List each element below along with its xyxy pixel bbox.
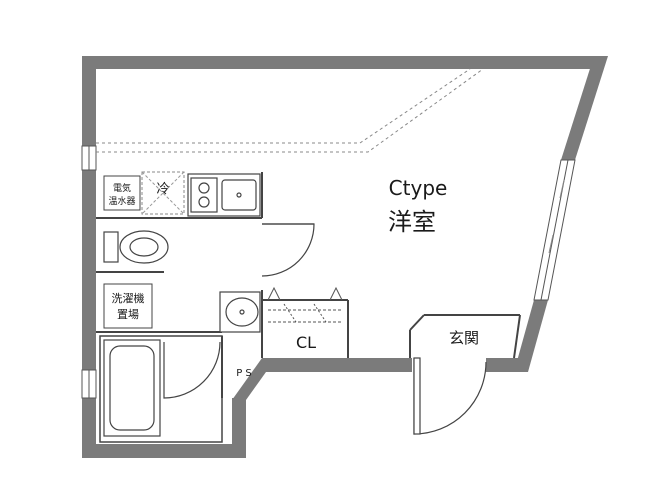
interior-walls xyxy=(96,172,521,443)
kitchen-sink xyxy=(221,179,257,211)
wall-left-upper xyxy=(82,56,96,146)
fridge-label: 冷 xyxy=(156,182,169,197)
closet-label: CL xyxy=(296,333,316,352)
room-label: 洋室 xyxy=(388,208,436,236)
washer-space: 洗濯機 置場 xyxy=(103,283,153,329)
wall-bottom xyxy=(82,444,246,458)
entrance-label: 玄関 xyxy=(449,329,479,347)
outer-walls xyxy=(82,56,608,458)
loft-outline xyxy=(96,68,484,153)
water-heater: 電気 温水器 xyxy=(103,175,141,211)
unit-type-label: Ctype xyxy=(389,176,448,200)
washbasin xyxy=(219,291,261,333)
toilet xyxy=(103,230,169,264)
kitchen xyxy=(187,173,261,217)
door-bath xyxy=(163,341,221,399)
pipe-space-label: P S xyxy=(236,368,252,379)
water-heater-label-2: 温水器 xyxy=(108,195,135,207)
windows xyxy=(81,145,576,399)
wall-left-middle xyxy=(82,170,96,370)
stove-burner-1 xyxy=(198,182,210,194)
water-heater-label-1: 電気 xyxy=(113,182,131,194)
wall-top xyxy=(82,56,608,70)
wall-bottom-right xyxy=(486,358,528,372)
doors xyxy=(163,223,487,435)
washer-label-1: 洗濯機 xyxy=(112,291,145,305)
wall-left-lower xyxy=(82,398,96,458)
stove-burner-2 xyxy=(198,196,210,208)
wall-ps-vertical xyxy=(232,398,246,458)
wall-right-upper xyxy=(561,56,608,160)
wall-bottom-middle xyxy=(262,358,412,372)
bathtub xyxy=(103,339,161,437)
door-entrance xyxy=(413,358,487,435)
washer-label-2: 置場 xyxy=(117,308,139,321)
fridge-space: 冷 xyxy=(141,171,185,215)
wall-right-lower xyxy=(514,300,548,372)
door-toilet xyxy=(261,223,315,277)
closet xyxy=(267,286,343,323)
